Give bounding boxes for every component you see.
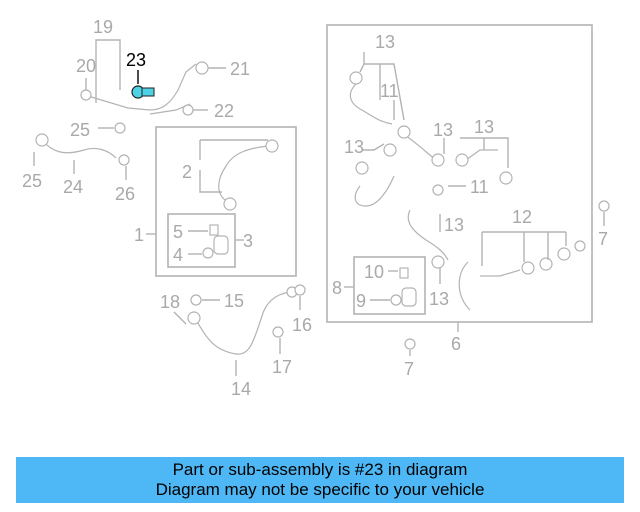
callout-21: 21: [230, 59, 250, 79]
hose-2: [218, 145, 269, 203]
leader-13a: [359, 52, 405, 121]
part-15: [190, 294, 202, 306]
callout-13c: 13: [474, 117, 494, 137]
callout-23: 23: [126, 50, 146, 70]
callout-3: 3: [243, 231, 253, 251]
callout-20: 20: [76, 56, 96, 76]
callout-22: 22: [214, 101, 234, 121]
caption-line-2: Diagram may not be specific to your vehi…: [155, 480, 485, 499]
callout-24: 24: [63, 177, 83, 197]
callout-7a: 7: [598, 229, 608, 249]
callout-13a: 13: [375, 32, 395, 52]
callout-18: 18: [160, 292, 180, 312]
callout-19: 19: [93, 17, 113, 37]
part-21-clamp: [195, 61, 226, 75]
part-16: [294, 284, 306, 296]
pipe-14: [187, 286, 298, 355]
callout-10: 10: [364, 262, 384, 282]
callout-25a: 25: [70, 120, 90, 140]
leader-2: [199, 170, 222, 193]
callout-15: 15: [224, 291, 244, 311]
leader-13d: [362, 143, 385, 151]
callout-13f: 13: [429, 289, 449, 309]
callout-16: 16: [292, 315, 312, 335]
callout-5: 5: [173, 222, 183, 242]
callout-2: 2: [182, 162, 192, 182]
callout-12: 12: [512, 207, 532, 227]
callout-4: 4: [173, 245, 183, 265]
box-assembly-6: [326, 24, 593, 323]
callout-7b: 7: [404, 359, 414, 379]
callout-1: 1: [134, 225, 144, 245]
part-17: [272, 326, 284, 338]
hose-24: [35, 133, 130, 166]
callout-25b: 25: [22, 171, 42, 191]
leader-18: [173, 311, 187, 325]
callout-9: 9: [356, 291, 366, 311]
part-7a: [598, 200, 610, 212]
leader-19: [95, 39, 121, 103]
parts-diagram: 19 20 23 21 22 25 25 24 26 2 1 5 3 4 18 …: [22, 17, 610, 399]
box-subassembly-8: [353, 256, 426, 315]
part-22-bolt: [182, 104, 208, 116]
caption-line-1: Part or sub-assembly is #23 in diagram: [172, 460, 468, 479]
part-23-bolt: [131, 85, 155, 99]
leader-12: [481, 231, 567, 266]
part-info-banner: Part or sub-assembly is #23 in diagram D…: [16, 457, 624, 503]
part-7b: [404, 338, 416, 350]
callout-6: 6: [451, 334, 461, 354]
box-assembly-1: [155, 126, 297, 277]
callout-17: 17: [272, 357, 292, 377]
leader-13c: [460, 137, 509, 168]
callout-8: 8: [332, 278, 342, 298]
callout-13e: 13: [444, 215, 464, 235]
callout-11a: 11: [380, 81, 399, 101]
hoses-assembly-6: [349, 71, 586, 311]
callout-26: 26: [115, 184, 135, 204]
callout-14: 14: [231, 379, 251, 399]
callout-13b: 13: [433, 120, 453, 140]
callout-13d: 13: [344, 137, 364, 157]
callout-11b: 11: [470, 177, 489, 197]
